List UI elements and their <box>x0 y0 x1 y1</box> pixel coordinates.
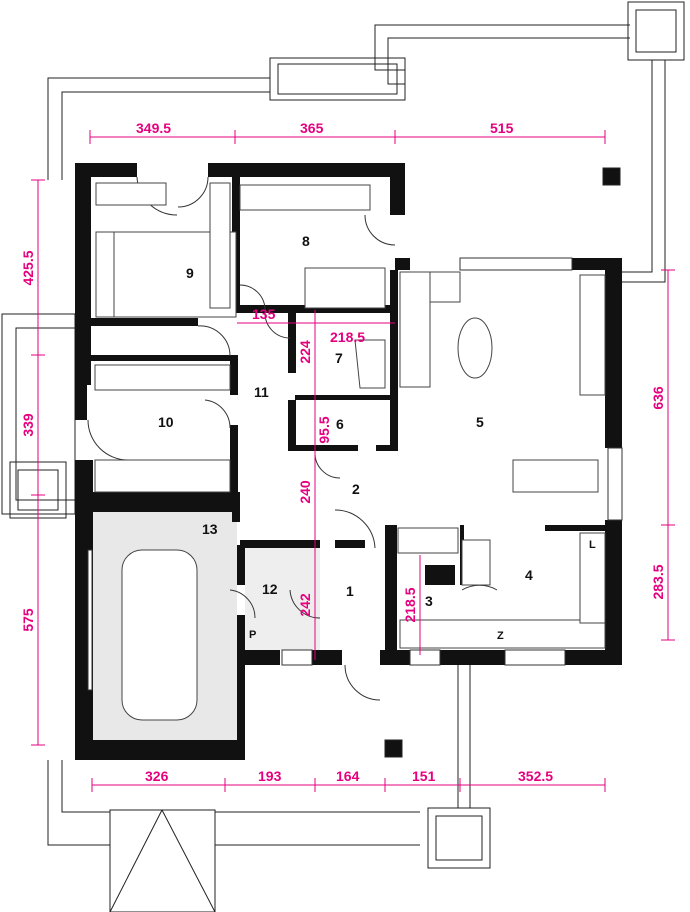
dim-left-1: 425.5 <box>20 250 36 285</box>
room-8: 8 <box>302 233 310 249</box>
room-10: 10 <box>158 414 174 430</box>
dim-bath-depth: 224 <box>297 340 313 364</box>
dim-right-1: 636 <box>650 386 666 410</box>
room-13: 13 <box>202 521 218 537</box>
dim-bottom-2: 193 <box>258 768 282 784</box>
room-6: 6 <box>336 416 344 432</box>
label-fridge: Z <box>497 630 504 642</box>
dim-bottom-5: 352.5 <box>518 768 553 784</box>
walls <box>75 163 622 760</box>
dim-left-3: 575 <box>20 608 36 632</box>
room-9: 9 <box>186 265 194 281</box>
dim-pantry-depth: 218.5 <box>402 587 418 622</box>
room-2: 2 <box>352 481 360 497</box>
room-5: 5 <box>476 414 484 430</box>
room-labels: 1 2 3 4 5 6 7 8 9 10 11 12 13 P Z L <box>158 233 596 642</box>
label-boiler: P <box>249 629 256 641</box>
dim-top-2: 365 <box>300 120 324 136</box>
dim-hall-width: 135 <box>252 306 276 322</box>
utility-floor <box>245 540 320 650</box>
dim-top-1: 349.5 <box>136 120 171 136</box>
room-4: 4 <box>525 567 533 583</box>
dim-bottom-1: 326 <box>145 768 169 784</box>
dim-wc-depth: 95.5 <box>316 416 332 443</box>
room-7: 7 <box>335 350 343 366</box>
dim-right-2: 283.5 <box>650 564 666 599</box>
furniture <box>94 182 606 721</box>
dim-utility-depth: 242 <box>297 593 313 617</box>
dim-left-2: 339 <box>20 413 36 437</box>
dim-bath-width: 218.5 <box>330 329 365 345</box>
dim-bottom-3: 164 <box>336 768 360 784</box>
dimension-lines <box>31 130 675 792</box>
doors <box>87 176 623 701</box>
label-cabinet: L <box>589 539 596 551</box>
room-3: 3 <box>425 593 433 609</box>
dimension-labels: 349.5 365 515 326 193 164 151 352.5 425.… <box>20 120 666 784</box>
dim-top-3: 515 <box>490 120 514 136</box>
room-11: 11 <box>254 384 269 400</box>
dim-corridor: 240 <box>297 480 313 504</box>
room-12: 12 <box>262 581 278 597</box>
dim-bottom-4: 151 <box>412 768 436 784</box>
room-1: 1 <box>346 583 354 599</box>
